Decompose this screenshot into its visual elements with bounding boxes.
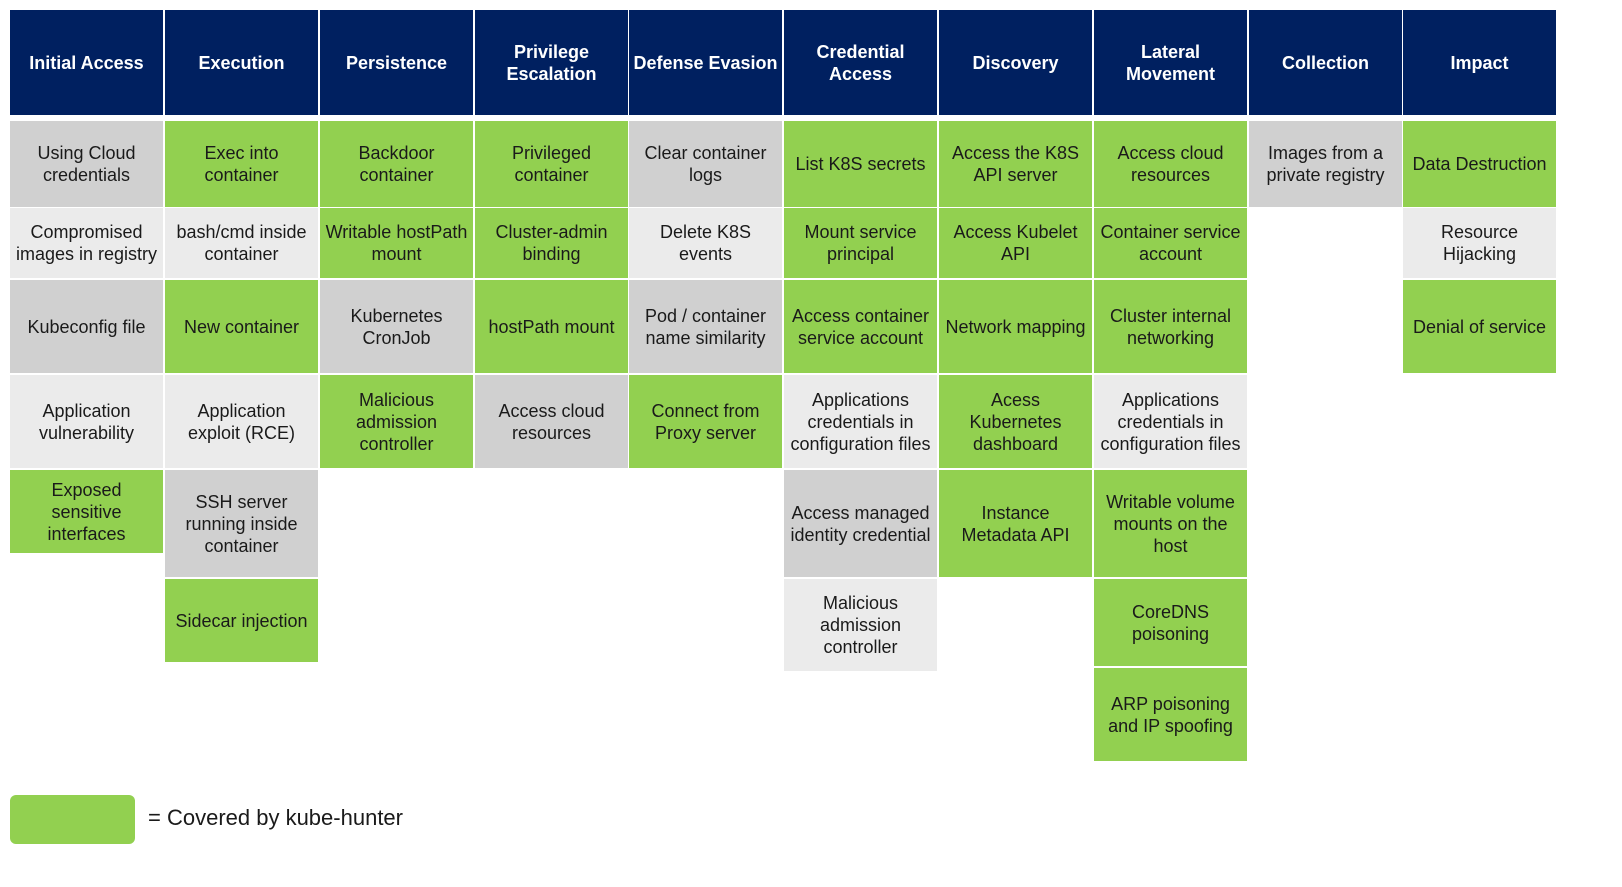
technique-cell: Malicious admission controller	[320, 375, 473, 468]
technique-cell: Clear container logs	[629, 121, 782, 207]
technique-cell: bash/cmd inside container	[165, 208, 318, 278]
technique-cell: SSH server running inside container	[165, 470, 318, 577]
technique-cell: Resource Hijacking	[1403, 208, 1556, 278]
technique-cell: Acess Kubernetes dashboard	[939, 375, 1092, 468]
technique-cell: Application vulnerability	[10, 375, 163, 468]
technique-cell: Cluster-admin binding	[475, 208, 628, 278]
technique-cell: Access container service account	[784, 280, 937, 373]
technique-cell: hostPath mount	[475, 280, 628, 373]
technique-cell: Images from a private registry	[1249, 121, 1402, 207]
technique-cell: ARP poisoning and IP spoofing	[1094, 668, 1247, 761]
tactic-header: Credential Access	[784, 10, 937, 115]
technique-cell: Access Kubelet API	[939, 208, 1092, 278]
technique-cell: Exposed sensitive interfaces	[10, 470, 163, 553]
technique-cell: Kubernetes CronJob	[320, 280, 473, 373]
technique-cell: Exec into container	[165, 121, 318, 207]
technique-cell: Access cloud resources	[475, 375, 628, 468]
technique-cell: Delete K8S events	[629, 208, 782, 278]
technique-cell: Kubeconfig file	[10, 280, 163, 373]
technique-cell: Cluster internal networking	[1094, 280, 1247, 373]
tactic-header: Execution	[165, 10, 318, 115]
technique-cell: Pod / container name similarity	[629, 280, 782, 373]
tactic-header: Collection	[1249, 10, 1402, 115]
technique-cell: List K8S secrets	[784, 121, 937, 207]
tactic-header: Discovery	[939, 10, 1092, 115]
technique-cell: Writable hostPath mount	[320, 208, 473, 278]
technique-cell: Connect from Proxy server	[629, 375, 782, 468]
technique-cell: Writable volume mounts on the host	[1094, 470, 1247, 577]
technique-cell: Container service account	[1094, 208, 1247, 278]
tactic-header: Lateral Movement	[1094, 10, 1247, 115]
technique-cell: Access cloud resources	[1094, 121, 1247, 207]
technique-cell: Backdoor container	[320, 121, 473, 207]
technique-cell: Application exploit (RCE)	[165, 375, 318, 468]
technique-cell: Instance Metadata API	[939, 470, 1092, 577]
tactic-header: Privilege Escalation	[475, 10, 628, 115]
technique-cell: New container	[165, 280, 318, 373]
technique-cell: Access managed identity credential	[784, 470, 937, 577]
technique-cell: Mount service principal	[784, 208, 937, 278]
technique-cell: Compromised images in registry	[10, 208, 163, 278]
tactic-header: Persistence	[320, 10, 473, 115]
legend-swatch	[10, 795, 135, 844]
tactic-header: Impact	[1403, 10, 1556, 115]
technique-cell: Applications credentials in configuratio…	[784, 375, 937, 468]
technique-cell: Malicious admission controller	[784, 579, 937, 671]
technique-cell: Data Destruction	[1403, 121, 1556, 207]
legend-label: = Covered by kube-hunter	[148, 805, 403, 830]
technique-cell: Privileged container	[475, 121, 628, 207]
technique-cell: Access the K8S API server	[939, 121, 1092, 207]
tactic-header: Initial Access	[10, 10, 163, 115]
tactic-header: Defense Evasion	[629, 10, 782, 115]
technique-cell: Applications credentials in configuratio…	[1094, 375, 1247, 468]
technique-cell: Denial of service	[1403, 280, 1556, 373]
technique-cell: Network mapping	[939, 280, 1092, 373]
technique-cell: CoreDNS poisoning	[1094, 579, 1247, 666]
technique-cell: Using Cloud credentials	[10, 121, 163, 207]
technique-cell: Sidecar injection	[165, 579, 318, 662]
